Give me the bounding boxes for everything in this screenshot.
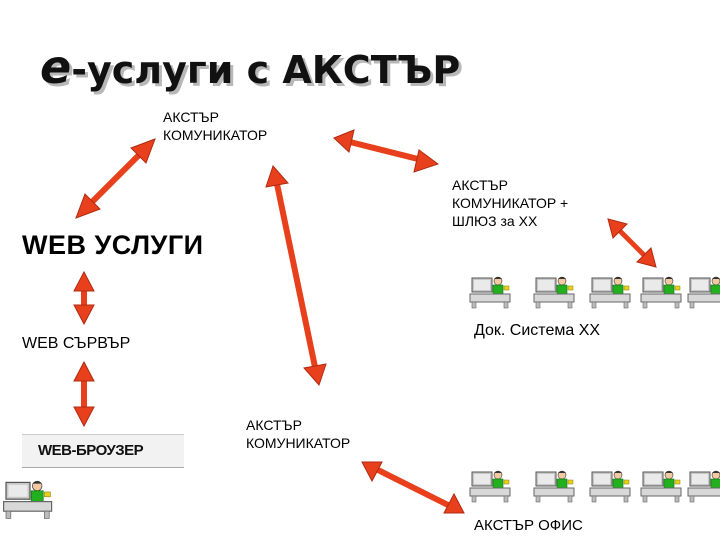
page-title: e-услуги с АКСТЪР — [40, 40, 461, 94]
arrow-communicator-to-gateway — [333, 129, 440, 173]
doc-system-label: Док. Система ХХ — [474, 322, 601, 339]
gateway-label: АКСТЪР КОМУНИКАТОР + ШЛЮЗ за ХХ — [452, 177, 569, 229]
doc-system-workstations — [469, 276, 720, 309]
arrow-web-server-to-browser — [73, 360, 95, 428]
web-server-label: WEB СЪРВЪР — [22, 335, 131, 352]
web-browser-label: WEB-БРОУЗЕР — [38, 442, 144, 459]
arrow-communicator-to-communicator — [265, 165, 327, 386]
arrow-web-services-to-web-server — [73, 270, 95, 326]
office-workstations — [469, 470, 720, 503]
web-browser-box: WEB-БРОУЗЕР — [22, 434, 184, 468]
office-label: АКСТЪР ОФИС — [474, 517, 583, 534]
arrow-gateway-to-doc-system — [607, 218, 657, 268]
arrow-communicator-to-web-services — [75, 138, 156, 219]
communicator-bottom-label: АКСТЪР КОМУНИКАТОР — [246, 417, 351, 451]
communicator-top-label: АКСТЪР КОМУНИКАТОР — [163, 109, 268, 143]
browser-user-workstation — [2, 480, 53, 520]
web-services-label: WEB УСЛУГИ — [22, 230, 204, 260]
arrow-communicator-to-office — [361, 461, 465, 514]
